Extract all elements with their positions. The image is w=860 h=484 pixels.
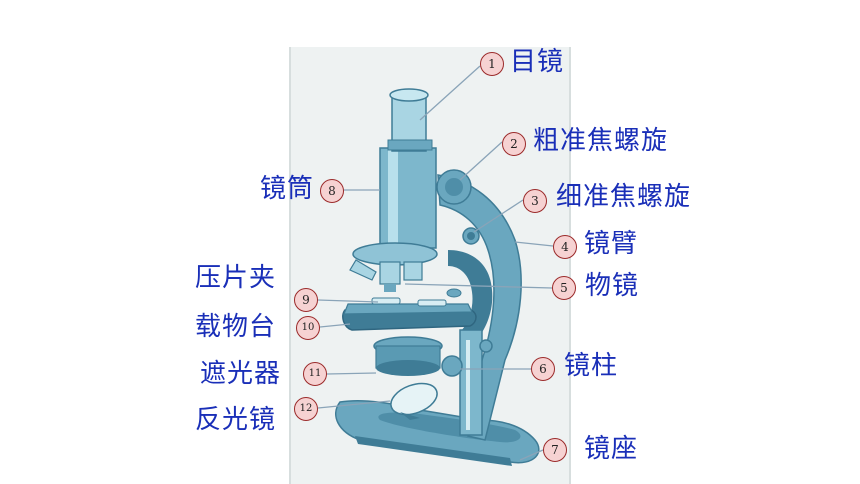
label-arm: 镜臂 [584, 229, 639, 259]
label-fine-focus-knob: 细准焦螺旋 [556, 182, 692, 212]
leader-lines [317, 65, 554, 461]
callout-number-10: 10 [296, 316, 320, 340]
callout-number-9: 9 [294, 288, 318, 312]
objectives-shape [349, 242, 438, 292]
callout-number-8: 8 [320, 179, 344, 203]
callout-number-2: 2 [502, 132, 526, 156]
pillar-shape [459, 329, 483, 436]
tube-shape [379, 88, 437, 249]
callout-number-6: 6 [531, 357, 555, 381]
label-eyepiece: 目镜 [510, 47, 565, 77]
label-body-tube: 镜筒 [260, 174, 315, 204]
label-stage-clip: 压片夹 [195, 263, 277, 293]
label-pillar: 镜柱 [564, 351, 619, 381]
callout-number-12: 12 [294, 397, 318, 421]
label-coarse-focus-knob: 粗准焦螺旋 [533, 126, 669, 156]
callout-number-4: 4 [553, 235, 577, 259]
callout-number-1: 1 [480, 52, 504, 76]
label-objective: 物镜 [585, 271, 640, 301]
label-mirror: 反光镜 [195, 405, 277, 435]
diaphragm-mirror-shape [373, 336, 443, 420]
label-diaphragm: 遮光器 [200, 359, 282, 389]
arm-shape [437, 174, 522, 441]
label-stage: 载物台 [195, 312, 277, 342]
label-base: 镜座 [584, 434, 639, 464]
callout-number-7: 7 [543, 438, 567, 462]
callout-number-3: 3 [523, 189, 547, 213]
callout-number-5: 5 [552, 276, 576, 300]
callout-number-11: 11 [303, 362, 327, 386]
stage-shape [342, 288, 477, 331]
